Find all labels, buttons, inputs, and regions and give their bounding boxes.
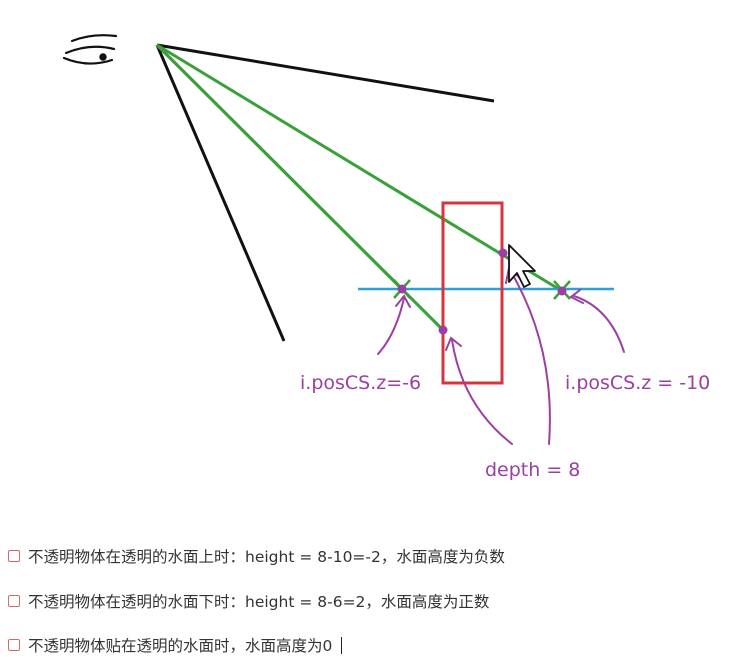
opaque-object-rect xyxy=(441,201,504,385)
far-depth-label: i.posCS.z = -10 xyxy=(565,372,710,394)
sample-points xyxy=(397,248,567,335)
view-ray-far xyxy=(156,43,563,293)
frustum-edge-lower xyxy=(155,44,286,342)
frustum-edge-upper xyxy=(156,43,495,103)
mouse-cursor-icon xyxy=(508,244,536,288)
checklist-item: 不透明物体贴在透明的水面时，水面高度为0 xyxy=(8,634,343,656)
depth-diagram: i.posCS.z=-6 i.posCS.z = -10 depth = 8 xyxy=(62,34,710,481)
checklist-item: 不透明物体在透明的水面上时：height = 8-10=-2，水面高度为负数 xyxy=(8,545,505,567)
eye-icon xyxy=(62,34,118,65)
checklist-item-text: 不透明物体在透明的水面下时：height = 8-6=2，水面高度为正数 xyxy=(28,593,490,611)
checklist-item-text: 不透明物体在透明的水面上时：height = 8-10=-2，水面高度为负数 xyxy=(28,548,505,566)
depth-label: depth = 8 xyxy=(485,459,580,481)
text-cursor xyxy=(341,636,343,654)
near-depth-label: i.posCS.z=-6 xyxy=(300,372,421,394)
checkbox[interactable] xyxy=(8,550,20,562)
checklist-item-text[interactable]: 不透明物体贴在透明的水面时，水面高度为0 xyxy=(28,637,333,655)
checkbox[interactable] xyxy=(8,595,20,607)
checkbox[interactable] xyxy=(8,639,20,651)
checklist-item: 不透明物体在透明的水面下时：height = 8-6=2，水面高度为正数 xyxy=(8,590,489,612)
